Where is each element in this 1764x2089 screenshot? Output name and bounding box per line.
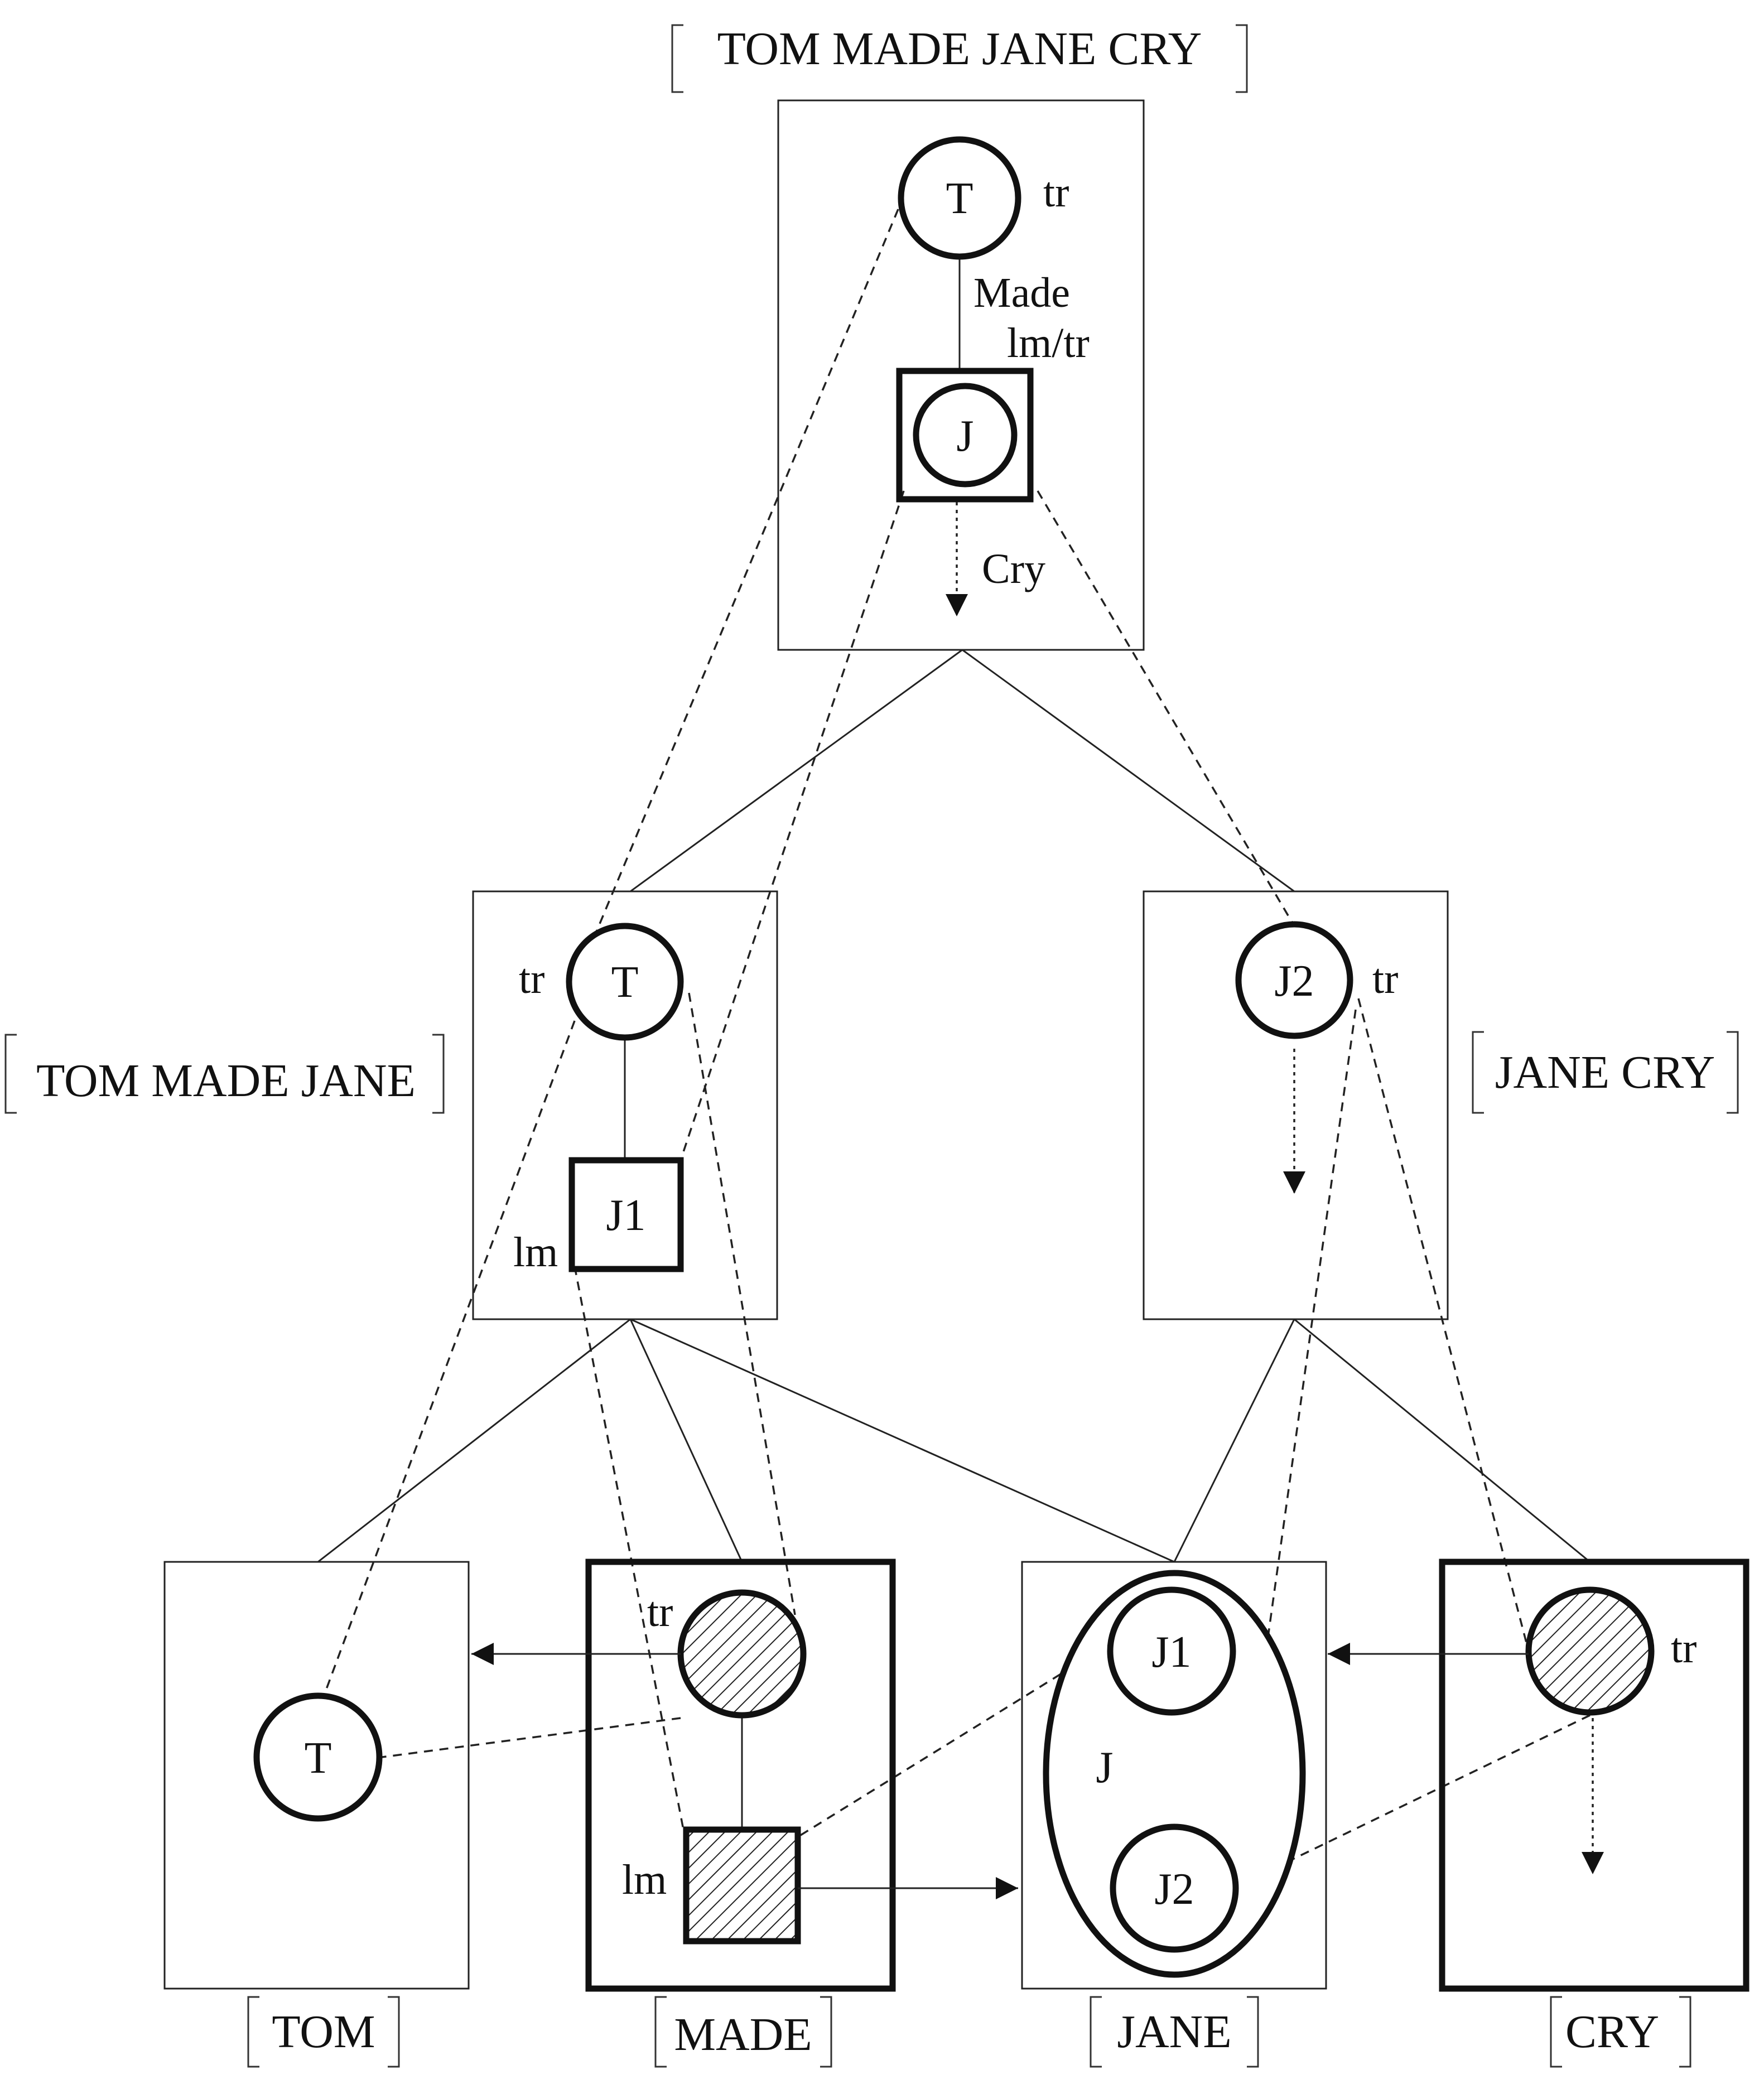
correspondence-line: [382, 1717, 681, 1758]
construction-box: [1439, 1559, 1749, 1992]
bracket-right: [1679, 1996, 1691, 2068]
construction-box: [1021, 1561, 1327, 1990]
correspondence-line: [593, 209, 899, 938]
lm-label: lm: [622, 1856, 667, 1903]
correspondence-line: [1357, 998, 1530, 1652]
correspondence-line: [573, 1266, 685, 1830]
node-j2: [1110, 1823, 1239, 1953]
construction-label: JANE CRY: [1495, 1046, 1715, 1098]
lm-label: lm: [513, 1229, 558, 1276]
tr-label: tr: [1043, 169, 1069, 216]
node-tom-label: T: [305, 1734, 332, 1783]
construction-box: [163, 1561, 470, 1990]
lm-tr-label: lm/tr: [1007, 320, 1090, 366]
tree-line: [317, 1318, 631, 1563]
tree-lines: [317, 649, 1591, 1563]
node-j1-label: J1: [606, 1191, 645, 1240]
construction-box: [1143, 890, 1449, 1320]
construction-label: TOM: [272, 2006, 375, 2058]
construction-box: [777, 99, 1145, 651]
node-j2-label: J2: [1154, 1865, 1194, 1914]
construction-tom-made-jane-cry: TOM MADE JANE CRY T tr Made lm/tr J Cry: [671, 23, 1248, 651]
bracket-right: [1236, 24, 1248, 93]
construction-tom: T TOM: [163, 1561, 470, 2068]
node-tom-label: T: [611, 958, 639, 1007]
tree-line: [962, 649, 1295, 892]
construction-label: JANE: [1117, 2006, 1231, 2058]
tr-label: tr: [1671, 1625, 1696, 1672]
tr-label: tr: [519, 956, 544, 1002]
trajector-node: [1525, 1586, 1655, 1716]
construction-cry: tr CRY: [1328, 1559, 1749, 2068]
bracket-left: [654, 1996, 667, 2068]
bracket-right: [820, 1996, 832, 2068]
made-label: Made: [973, 269, 1070, 316]
node-j1-label: J1: [1151, 1628, 1191, 1677]
bracket-left: [671, 24, 683, 93]
node-tom: [253, 1692, 383, 1822]
node-jane-square: [896, 368, 1034, 503]
bracket-right: [1727, 1031, 1739, 1114]
bracket-right: [432, 1034, 445, 1114]
construction-jane: J1 J J2 JANE: [1021, 1561, 1327, 2068]
construction-label: MADE: [674, 2009, 812, 2061]
tree-line: [1294, 1318, 1591, 1563]
tr-label: tr: [1372, 956, 1398, 1002]
trajector-node: [677, 1589, 807, 1719]
bracket-left: [1472, 1031, 1484, 1114]
construction-jane-cry: JANE CRY J2 tr: [1143, 890, 1739, 1320]
cry-label: Cry: [982, 546, 1045, 592]
construction-label: TOM MADE JANE: [36, 1055, 416, 1107]
construction-box: [472, 890, 778, 1320]
tree-line: [630, 1318, 1175, 1563]
bracket-left: [4, 1034, 17, 1114]
node-j1: [1107, 1586, 1236, 1716]
node-tom: [566, 923, 684, 1041]
correspondence-line: [679, 490, 905, 1161]
node-jane-label: J: [956, 412, 973, 461]
node-tom-label: T: [946, 174, 973, 223]
bracket-left: [247, 1996, 259, 2068]
tree-line: [629, 1319, 743, 1562]
bracket-right: [388, 1996, 400, 2068]
node-j1-square: [568, 1157, 684, 1272]
node-j2-label: J2: [1274, 957, 1314, 1006]
construction-label: CRY: [1565, 2006, 1659, 2058]
bracket-left: [1090, 1996, 1102, 2068]
bracket-right: [1247, 1996, 1259, 2068]
construction-tom-made-jane: TOM MADE JANE T tr J1 lm: [4, 890, 778, 1320]
tr-label: tr: [647, 1589, 673, 1636]
jane-ellipse: [1043, 1570, 1306, 1978]
construction-made: tr lm MADE: [471, 1559, 1018, 2068]
correspondence-line: [1037, 490, 1295, 927]
node-j-label: J: [1096, 1743, 1113, 1792]
tree-line: [630, 649, 963, 892]
node-jane: [913, 383, 1018, 488]
construction-box: [585, 1559, 896, 1992]
correspondence-line: [320, 1020, 576, 1705]
node-j2: [1235, 921, 1353, 1039]
bracket-left: [1550, 1996, 1562, 2068]
construction-label: TOM MADE JANE CRY: [717, 23, 1202, 75]
tree-line: [1173, 1319, 1295, 1562]
correspondence-line: [688, 992, 796, 1615]
landmark-node: [683, 1826, 801, 1945]
node-tom: [898, 136, 1021, 260]
